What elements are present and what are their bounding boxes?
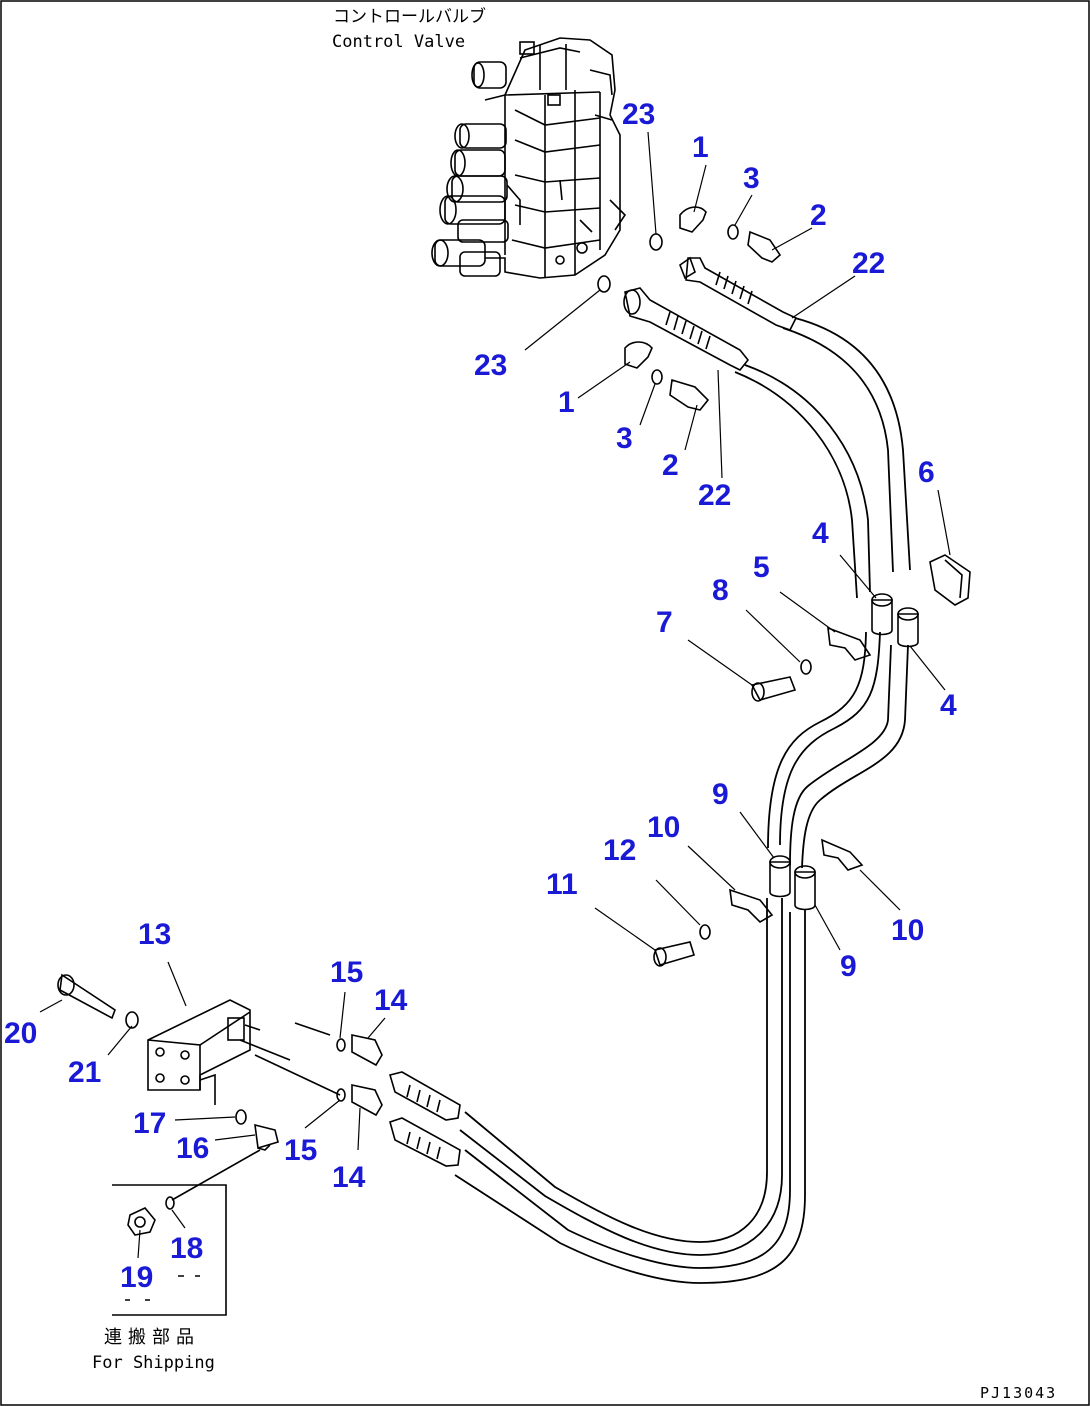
callout-8: 8 <box>712 574 729 607</box>
callout-1-mid: 1 <box>558 386 575 419</box>
hose-end-fitting-22-upper <box>679 256 798 331</box>
callout-13: 13 <box>138 918 171 951</box>
callout-7: 7 <box>656 606 673 639</box>
callout-11: 11 <box>546 868 578 901</box>
control-valve-drawing <box>431 37 627 279</box>
callout-4-right: 4 <box>940 689 957 722</box>
callout-12: 12 <box>603 834 636 867</box>
leader-lines <box>39 131 951 1259</box>
shipping-box <box>112 1184 227 1316</box>
top-small-parts <box>597 206 782 411</box>
callout-10-left: 10 <box>647 811 680 844</box>
shipping-label-jp: 連搬部品 <box>104 1327 200 1348</box>
fittings <box>235 1034 461 1167</box>
lower-clamp-parts <box>653 838 864 967</box>
hose-outer-inner <box>782 327 894 573</box>
shipping-label-en: For Shipping <box>92 1353 215 1373</box>
callout-5: 5 <box>753 551 770 584</box>
callout-23-mid: 23 <box>474 349 507 382</box>
hose-inner-inner <box>734 371 858 599</box>
callout-23-top: 23 <box>622 98 655 131</box>
block-assembly <box>57 973 341 1105</box>
callout-18: 18 <box>170 1232 203 1265</box>
callout-10-right: 10 <box>891 914 924 947</box>
callout-3-top: 3 <box>743 162 760 195</box>
callout-22-mid: 22 <box>698 479 731 512</box>
callout-17: 17 <box>133 1107 166 1140</box>
callout-4-left: 4 <box>812 517 829 550</box>
drawing-code: PJ13043 <box>980 1384 1057 1402</box>
callout-15-bot: 15 <box>284 1134 317 1167</box>
callout-21: 21 <box>68 1056 101 1089</box>
callout-6: 6 <box>918 456 935 489</box>
control-valve-label-jp: コントロールバルブ <box>333 6 486 27</box>
callout-14-bot: 14 <box>332 1161 366 1194</box>
hose-end-fitting-22-lower <box>623 287 750 372</box>
callout-16: 16 <box>176 1132 209 1165</box>
control-valve-label-en: Control Valve <box>332 32 465 52</box>
callout-1-top: 1 <box>692 131 709 164</box>
hose-lines <box>454 317 911 1284</box>
shipping-parts <box>112 1149 261 1316</box>
callout-15-top: 15 <box>330 956 363 989</box>
hose-inner <box>744 364 871 593</box>
callout-22-top: 22 <box>852 247 885 280</box>
callout-20: 20 <box>4 1017 37 1050</box>
callout-9-left: 9 <box>712 778 729 811</box>
callout-9-right: 9 <box>840 950 857 983</box>
callout-numbers: 23 1 3 2 22 23 1 3 2 22 6 4 5 8 7 4 9 10… <box>4 98 957 1294</box>
callout-2-top: 2 <box>810 199 827 232</box>
callout-19: 19 <box>120 1261 153 1294</box>
upper-clamp-parts <box>750 554 971 702</box>
callout-2-mid: 2 <box>662 449 679 482</box>
callout-14-top: 14 <box>374 984 408 1017</box>
callout-3-mid: 3 <box>616 422 633 455</box>
hose-outer <box>794 317 911 571</box>
